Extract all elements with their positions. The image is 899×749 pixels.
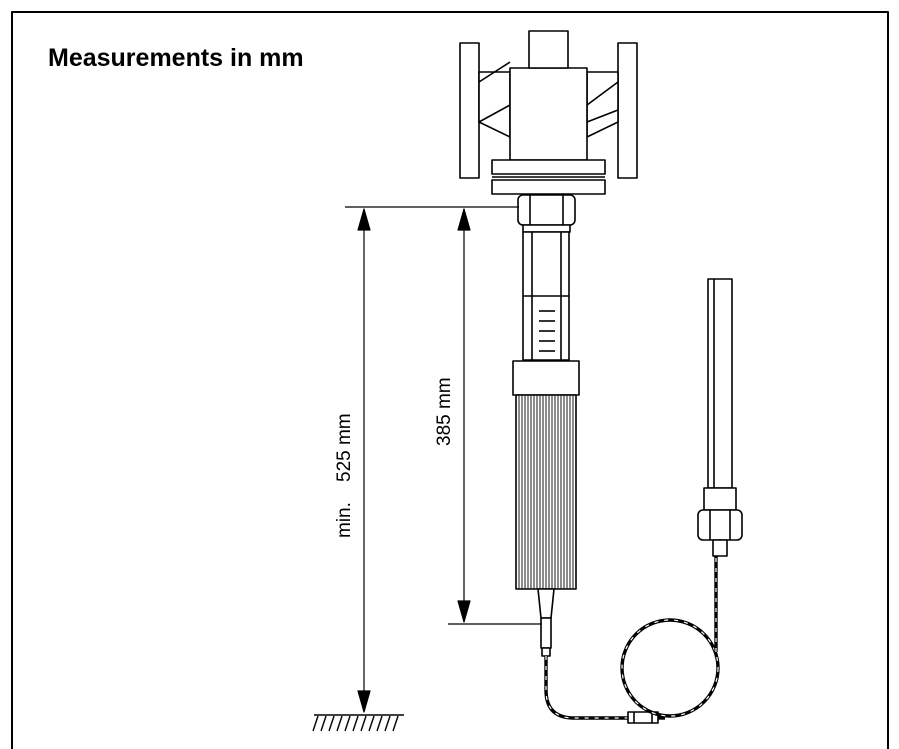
dimension-label-total: min. 525 mm	[334, 413, 355, 538]
valve-body	[459, 30, 638, 195]
actuator-collar	[512, 360, 580, 396]
dimension-label-actuator: 385 mm	[434, 377, 455, 446]
union-nut	[517, 194, 576, 233]
dimension-total-prefix: min.	[334, 502, 355, 538]
dimension-lines	[345, 206, 542, 713]
capillary-fitting	[537, 588, 555, 657]
capillary-tube	[544, 556, 720, 724]
ground-symbol	[312, 714, 404, 732]
temperature-sensor	[697, 278, 743, 557]
ribbed-cylinder	[515, 394, 577, 590]
dimension-actuator-value: 385 mm	[434, 377, 455, 446]
outer-border	[11, 11, 889, 749]
diagram-title: Measurements in mm	[48, 44, 304, 72]
actuator-tube	[522, 231, 570, 361]
dimension-total-value: 525 mm	[334, 413, 355, 482]
